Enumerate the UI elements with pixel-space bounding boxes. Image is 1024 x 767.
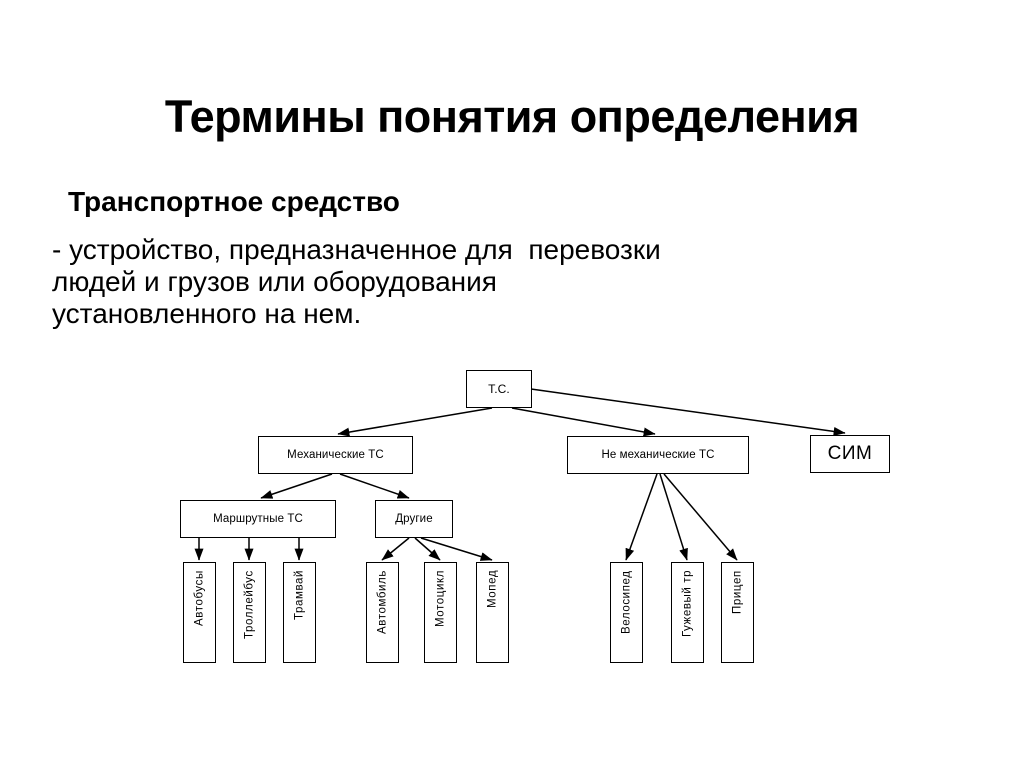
node-label: Трамвай [293, 570, 306, 621]
node-label: Мотоцикл [434, 570, 447, 628]
node-tram[interactable]: Трамвай [283, 562, 316, 663]
edge-nonmech-trailer [663, 473, 738, 561]
node-label: Велосипед [620, 570, 633, 634]
edge-nonmech-bicycle [625, 473, 658, 561]
edge-other-car [381, 537, 410, 561]
node-label: Автобусы [193, 570, 206, 626]
node-horse-drawn-transport[interactable]: Гужевый тр [671, 562, 704, 663]
node-bus[interactable]: Автобусы [183, 562, 216, 663]
node-non-mechanical-vehicles[interactable]: Не механические ТС [567, 436, 749, 474]
node-motorcycle[interactable]: Мотоцикл [424, 562, 457, 663]
node-label: Прицеп [731, 570, 744, 614]
node-moped[interactable]: Мопед [476, 562, 509, 663]
node-label: Троллейбус [243, 570, 256, 639]
edge-other-moped [420, 537, 493, 561]
node-label: Т.С. [488, 382, 510, 396]
edge-mechanical-route [260, 473, 333, 499]
node-other-vehicles[interactable]: Другие [375, 500, 453, 538]
definition-line-1: - устройство, предназначенное для перево… [52, 234, 661, 265]
node-label: Автомбиль [376, 570, 389, 634]
node-trolleybus[interactable]: Троллейбус [233, 562, 266, 663]
definition-line-2: людей и грузов или оборудования [52, 266, 497, 297]
node-car[interactable]: Автомбиль [366, 562, 399, 663]
edge-root-mechanical [337, 407, 493, 437]
definition-line-3: установленного на нем. [52, 298, 362, 329]
node-mechanical-vehicles[interactable]: Механические ТС [258, 436, 413, 474]
node-label: Не механические ТС [601, 449, 715, 461]
edge-root-sim [530, 388, 846, 436]
term-heading: Транспортное средство [68, 186, 400, 217]
node-sim[interactable]: СИМ [810, 435, 890, 473]
node-root-vehicle[interactable]: Т.С. [466, 370, 532, 408]
node-trailer[interactable]: Прицеп [721, 562, 754, 663]
term-definition: - устройство, предназначенное для перево… [52, 234, 792, 330]
node-label: Мопед [486, 570, 499, 609]
edge-nonmech-horsedrawn [659, 473, 688, 561]
edge-root-nonmechanical [511, 407, 656, 437]
node-label: Маршрутные ТС [213, 513, 303, 525]
node-bicycle[interactable]: Велосипед [610, 562, 643, 663]
node-label: Другие [395, 513, 433, 525]
node-label: Механические ТС [287, 449, 384, 461]
page-title: Термины понятия определения [164, 91, 860, 143]
node-route-vehicles[interactable]: Маршрутные ТС [180, 500, 336, 538]
node-label: СИМ [827, 443, 873, 464]
edge-other-motorcycle [414, 537, 441, 561]
edge-mechanical-other [339, 473, 410, 499]
node-label: Гужевый тр [681, 570, 694, 638]
